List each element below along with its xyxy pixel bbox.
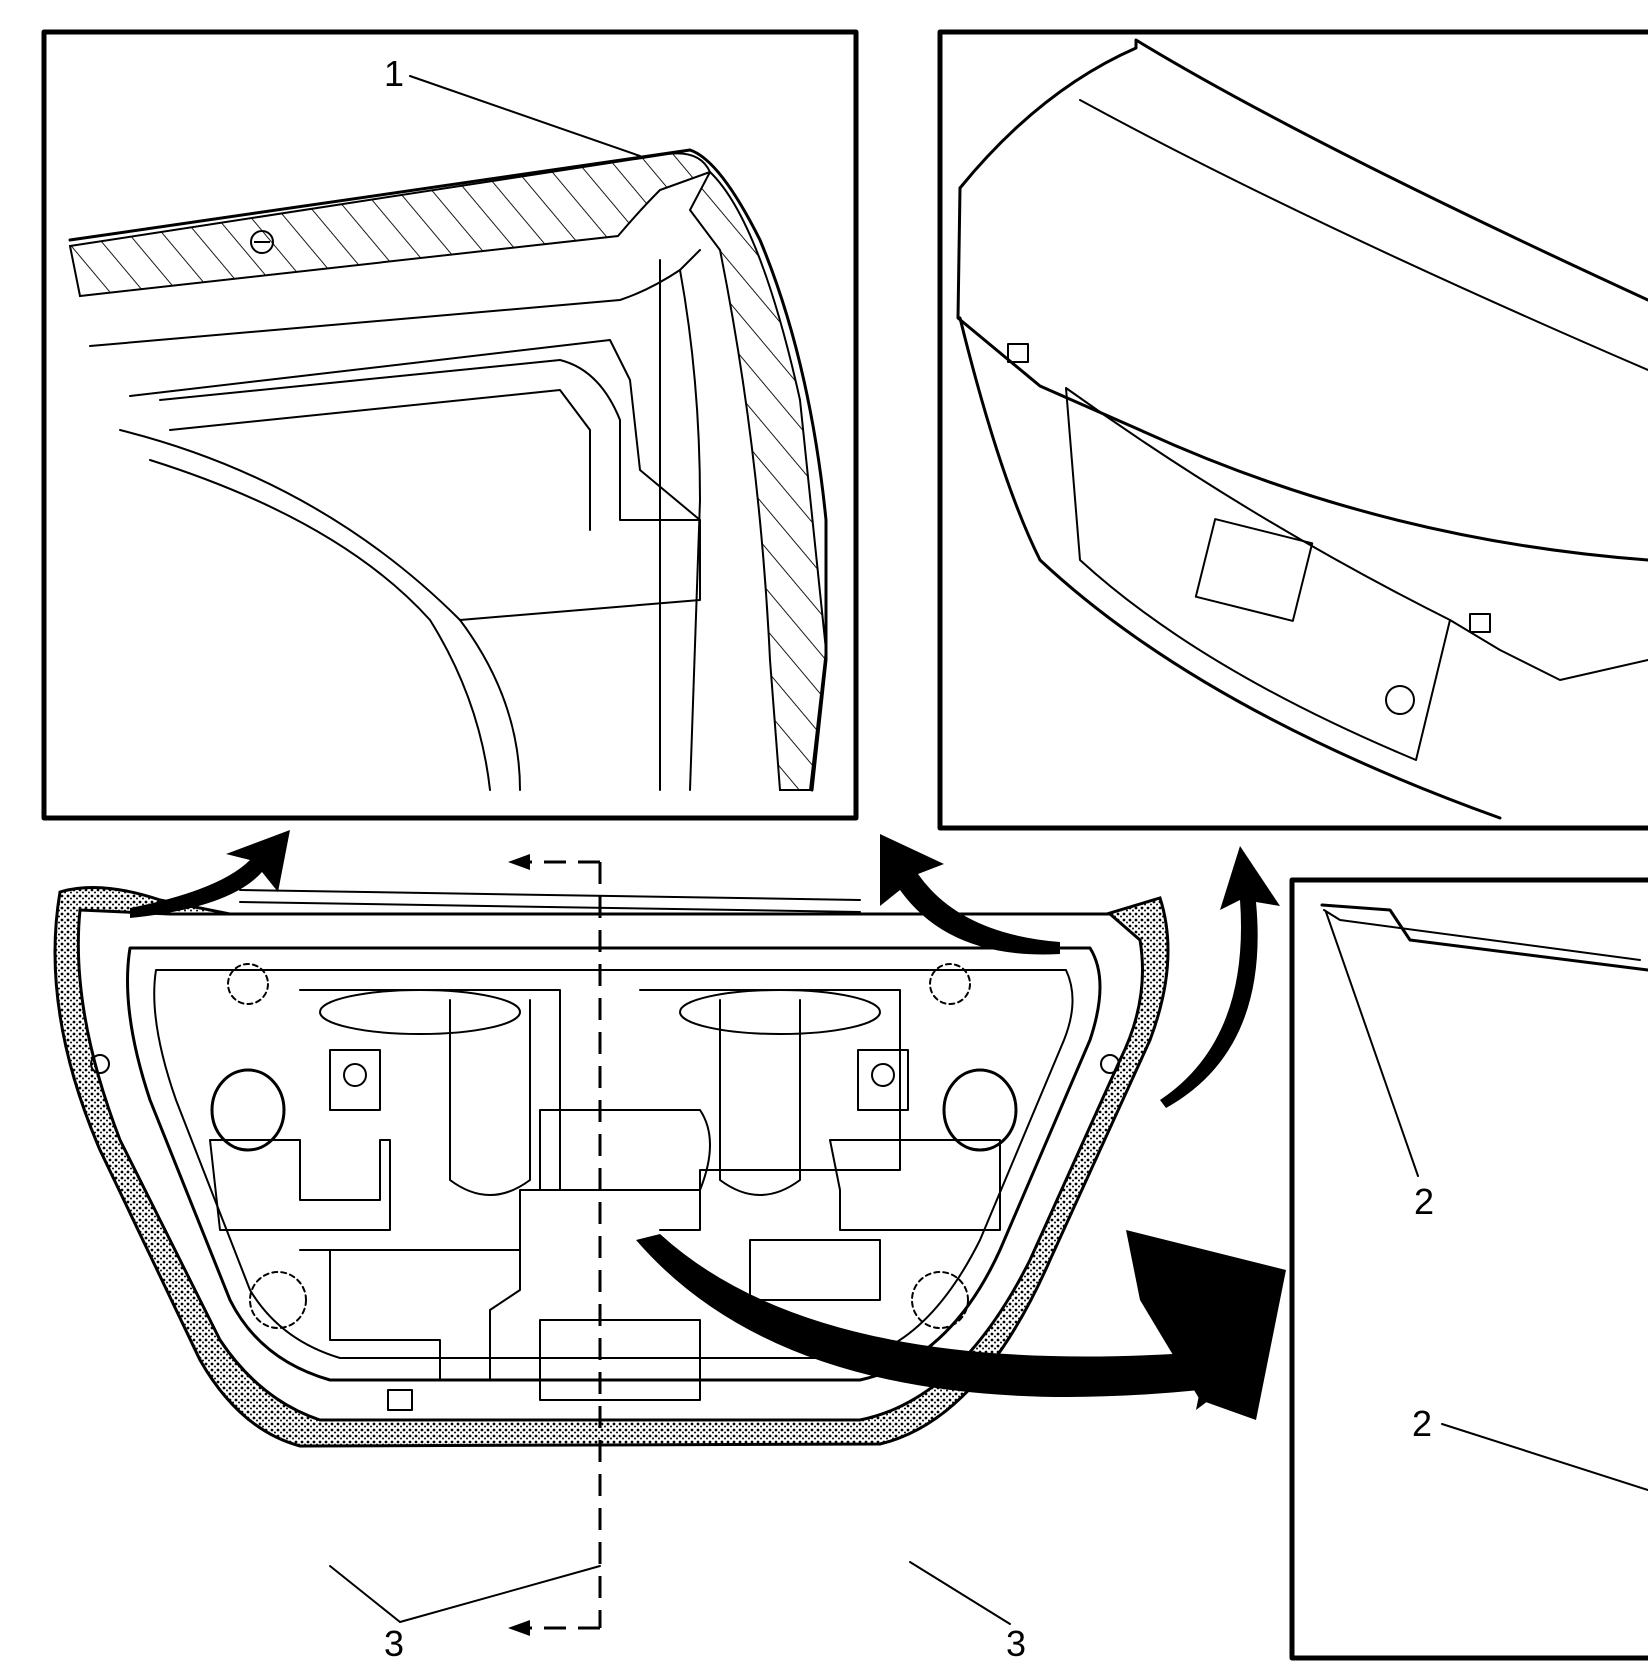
arrow-to-top-right-icon bbox=[880, 834, 1060, 955]
bracket-right bbox=[857, 1049, 909, 1111]
leader-line-2a bbox=[1325, 911, 1419, 1177]
fastener-icon bbox=[250, 230, 274, 254]
lower-panel-right bbox=[749, 1239, 881, 1301]
speaker-opening-left bbox=[210, 1068, 286, 1152]
callout-1: 1 bbox=[384, 53, 404, 94]
hinge-box-left bbox=[209, 1139, 391, 1231]
leader-line-2b bbox=[1441, 1423, 1648, 1491]
inner-contour-4 bbox=[169, 389, 591, 531]
latch-mount bbox=[539, 1319, 701, 1401]
hinge-box-right bbox=[829, 1139, 1001, 1231]
lid-crease bbox=[1079, 99, 1648, 371]
seal-profile-inner bbox=[1323, 909, 1641, 961]
access-hole-left bbox=[249, 1271, 307, 1329]
leader-line-3a-left bbox=[329, 1565, 401, 1623]
callout-2b: 2 bbox=[1412, 1403, 1432, 1444]
rib-right bbox=[719, 999, 801, 1196]
weatherstrip-side-band bbox=[688, 170, 828, 791]
callout-2a: 2 bbox=[1414, 1181, 1434, 1222]
oval-opening-right bbox=[679, 989, 881, 1035]
leader-line-1 bbox=[409, 75, 641, 157]
bracket-left bbox=[329, 1049, 381, 1111]
inner-edge-vertical bbox=[679, 269, 701, 791]
weatherstrip-top-band bbox=[68, 152, 712, 298]
lid-side-edge bbox=[1449, 619, 1648, 681]
access-hole-right bbox=[911, 1271, 969, 1329]
plate-lamp-opening bbox=[1194, 518, 1314, 622]
seal-profile-edge bbox=[1320, 903, 1648, 972]
leader-line-3a-right bbox=[399, 1565, 601, 1623]
callout-3b: 3 bbox=[1006, 1623, 1026, 1664]
bumper-stop-right bbox=[1469, 613, 1491, 633]
inner-frame bbox=[126, 946, 1102, 1382]
detail-panel-seal-section: 2 2 bbox=[1289, 877, 1648, 1661]
inner-contour-2 bbox=[129, 339, 701, 621]
oval-opening-left bbox=[319, 989, 521, 1035]
leader-line-3b bbox=[909, 1561, 1011, 1625]
detail-panel-seal-corner: 1 bbox=[41, 29, 859, 821]
arrow-to-top-left-icon bbox=[130, 830, 290, 918]
inner-arc-1 bbox=[119, 429, 521, 791]
arrow-to-panel-right-icon bbox=[1160, 846, 1280, 1108]
rib-left bbox=[449, 999, 531, 1196]
arrow-to-bottom-right-icon bbox=[636, 1234, 1262, 1410]
arrow-head-large-icon bbox=[1126, 1230, 1286, 1420]
inner-contour-3 bbox=[159, 359, 701, 521]
top-rail bbox=[239, 889, 861, 913]
speaker-opening-right bbox=[942, 1068, 1018, 1152]
outer-panel-edge bbox=[68, 148, 828, 792]
detail-frame-bottom-right bbox=[1289, 877, 1648, 1661]
detail-frame-top-left bbox=[41, 29, 859, 821]
inner-contour-1 bbox=[89, 249, 701, 347]
lid-lower-edge bbox=[958, 316, 1502, 820]
lid-rear-edge bbox=[956, 186, 1648, 562]
direction-arrows bbox=[130, 830, 1286, 1420]
detail-frame-top-right bbox=[937, 29, 1648, 831]
lid-top-curve bbox=[958, 38, 1648, 302]
lower-panel-left bbox=[329, 1249, 521, 1381]
inner-arc-2 bbox=[149, 459, 491, 791]
license-plate-recess bbox=[1065, 387, 1451, 761]
lock-cylinder-icon bbox=[1385, 685, 1415, 715]
detail-panel-deck-lid-exterior bbox=[937, 29, 1648, 831]
callout-3a: 3 bbox=[384, 1623, 404, 1664]
deck-lid-inner-view: 3 3 bbox=[53, 854, 1170, 1664]
center-boss bbox=[539, 1109, 711, 1191]
bumper-stop-left bbox=[1007, 343, 1029, 363]
